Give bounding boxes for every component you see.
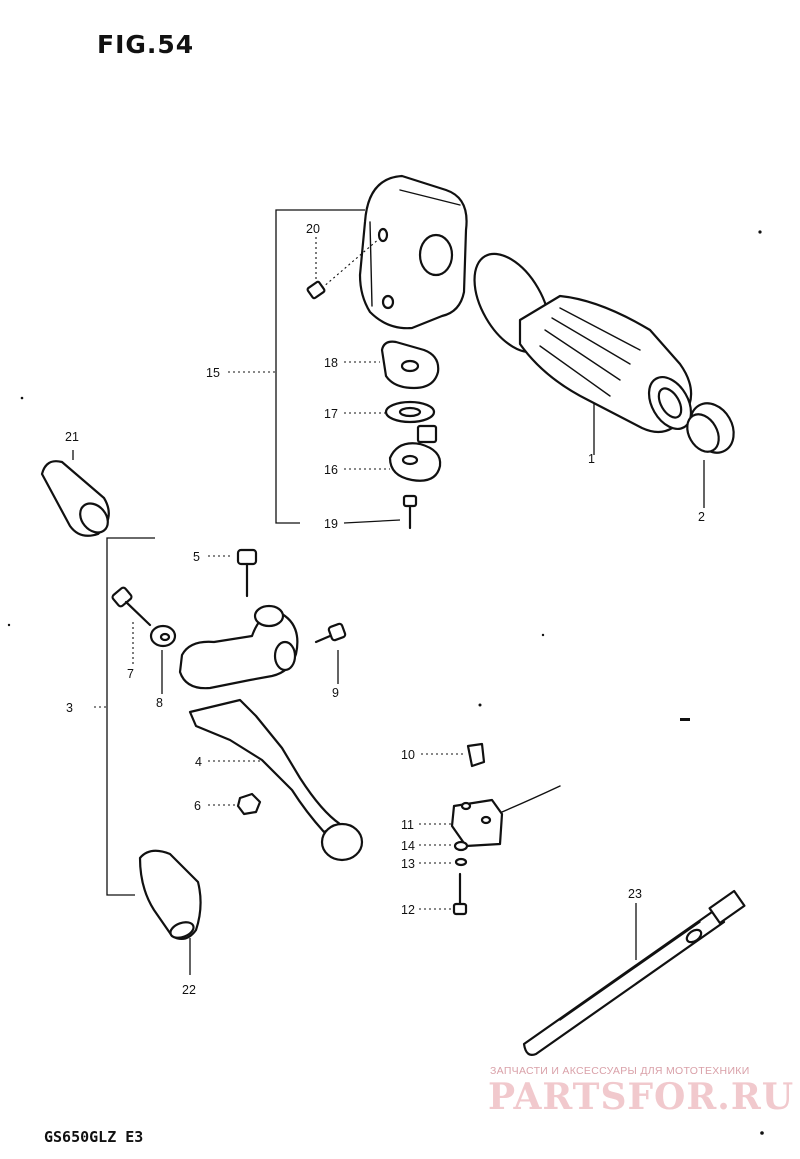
boot-illustration: [40, 460, 110, 537]
cable-tie-illustration: [522, 889, 746, 1056]
grip-end-cap-illustration: [686, 402, 735, 454]
watermark-logo: PARTSFOR.RU: [488, 1076, 795, 1118]
adjuster-stack-illustration: [380, 340, 442, 530]
callout-9: 9: [332, 686, 339, 700]
clutch-switch-illustration: [450, 742, 561, 916]
watermark-caption: ЗАПЧАСТИ И АКСЕССУАРЫ ДЛЯ МОТОТЕХНИКИ: [490, 1065, 750, 1077]
callout-4: 4: [195, 755, 202, 769]
scan-specks: [7, 230, 764, 1135]
figure-title: FIG.54: [97, 30, 195, 59]
callout-21: 21: [65, 430, 79, 444]
callout-14: 14: [401, 839, 415, 853]
grip-illustration: [473, 252, 693, 434]
callout-13: 13: [401, 857, 415, 871]
callout-23: 23: [628, 887, 642, 901]
switch-housing-illustration: [358, 174, 468, 330]
model-code: GS650GLZ E3: [44, 1128, 144, 1146]
callout-15: 15: [206, 366, 220, 380]
callout-18: 18: [324, 356, 338, 370]
callout-1: 1: [588, 452, 595, 466]
callout-19: 19: [324, 517, 338, 531]
callout-3: 3: [66, 701, 73, 715]
callout-16: 16: [324, 463, 338, 477]
callout-8: 8: [156, 696, 163, 710]
callout-7: 7: [127, 667, 134, 681]
callout-numbers: 1 2 3 4 5 6 7 8 9 10 11 12 13 14 15 16 1…: [65, 222, 705, 997]
leader-lines: [72, 237, 705, 975]
clutch-lever-illustration: [188, 698, 364, 862]
bracket-3: [106, 537, 155, 896]
callout-2: 2: [698, 510, 705, 524]
housing-screw-illustration: [306, 237, 381, 300]
lever-cover-illustration: [138, 849, 202, 941]
callout-17: 17: [324, 407, 338, 421]
callout-10: 10: [401, 748, 415, 762]
callout-22: 22: [182, 983, 196, 997]
lever-holder-illustration: [111, 548, 347, 690]
callout-11: 11: [401, 818, 414, 832]
callout-6: 6: [194, 799, 201, 813]
bracket-15: [275, 209, 365, 524]
callout-20: 20: [306, 222, 320, 236]
callout-12: 12: [401, 903, 415, 917]
callout-5: 5: [193, 550, 200, 564]
